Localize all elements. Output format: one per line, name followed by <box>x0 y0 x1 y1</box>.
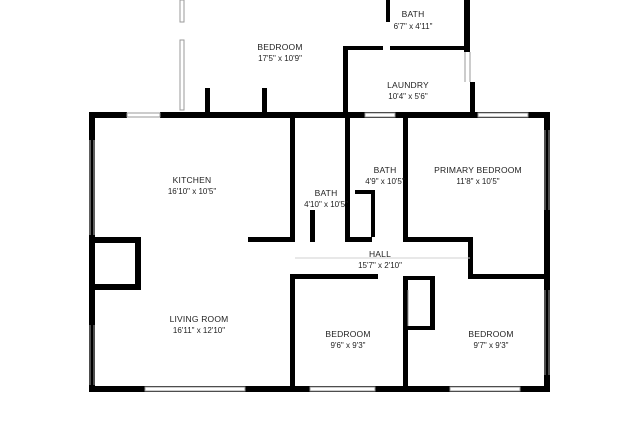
svg-text:9'6" x 9'3": 9'6" x 9'3" <box>331 341 366 350</box>
room-label-primary-bedroom: PRIMARY BEDROOM 11'8" x 10'5" <box>434 165 522 186</box>
svg-text:BATH: BATH <box>315 188 338 198</box>
room-label-bedroom-top: BEDROOM 17'5" x 10'9" <box>257 42 302 63</box>
room-label-laundry: LAUNDRY 10'4" x 5'6" <box>387 80 429 101</box>
room-label-bedroom-right: BEDROOM 9'7" x 9'3" <box>468 329 513 350</box>
svg-text:BATH: BATH <box>402 9 425 19</box>
room-label-bedroom-mid: BEDROOM 9'6" x 9'3" <box>325 329 370 350</box>
room-label-living-room: LIVING ROOM 16'11" x 12'10" <box>170 314 229 335</box>
svg-text:PRIMARY BEDROOM: PRIMARY BEDROOM <box>434 165 522 175</box>
room-label-bath-left: BATH 4'10" x 10'5" <box>304 188 348 209</box>
room-label-bath-top: BATH 6'7" x 4'11" <box>394 9 433 31</box>
svg-text:15'7" x 2'10": 15'7" x 2'10" <box>358 261 402 270</box>
room-labels: BEDROOM 17'5" x 10'9" BATH 6'7" x 4'11" … <box>168 9 522 350</box>
svg-text:BATH: BATH <box>374 165 397 175</box>
svg-text:HALL: HALL <box>369 249 391 259</box>
svg-text:BEDROOM: BEDROOM <box>468 329 513 339</box>
svg-text:17'5" x 10'9": 17'5" x 10'9" <box>258 54 302 63</box>
svg-text:16'10" x 10'5": 16'10" x 10'5" <box>168 187 216 196</box>
svg-text:4'10" x 10'5": 4'10" x 10'5" <box>304 200 348 209</box>
svg-text:LIVING ROOM: LIVING ROOM <box>170 314 229 324</box>
svg-text:16'11" x 12'10": 16'11" x 12'10" <box>173 326 225 335</box>
svg-text:11'8" x 10'5": 11'8" x 10'5" <box>456 177 499 186</box>
thin-walls <box>89 0 550 392</box>
svg-text:10'4" x 5'6": 10'4" x 5'6" <box>388 92 428 101</box>
room-label-bath-center: BATH 4'9" x 10'5" <box>365 165 405 186</box>
svg-text:9'7" x 9'3": 9'7" x 9'3" <box>474 341 509 350</box>
room-label-kitchen: KITCHEN 16'10" x 10'5" <box>168 175 216 196</box>
svg-text:LAUNDRY: LAUNDRY <box>387 80 429 90</box>
svg-text:BEDROOM: BEDROOM <box>257 42 302 52</box>
svg-text:4'9" x 10'5": 4'9" x 10'5" <box>365 177 405 186</box>
svg-text:BEDROOM: BEDROOM <box>325 329 370 339</box>
svg-text:KITCHEN: KITCHEN <box>173 175 212 185</box>
svg-text:6'7" x 4'11": 6'7" x 4'11" <box>394 22 433 31</box>
room-label-hall: HALL 15'7" x 2'10" <box>358 249 402 270</box>
